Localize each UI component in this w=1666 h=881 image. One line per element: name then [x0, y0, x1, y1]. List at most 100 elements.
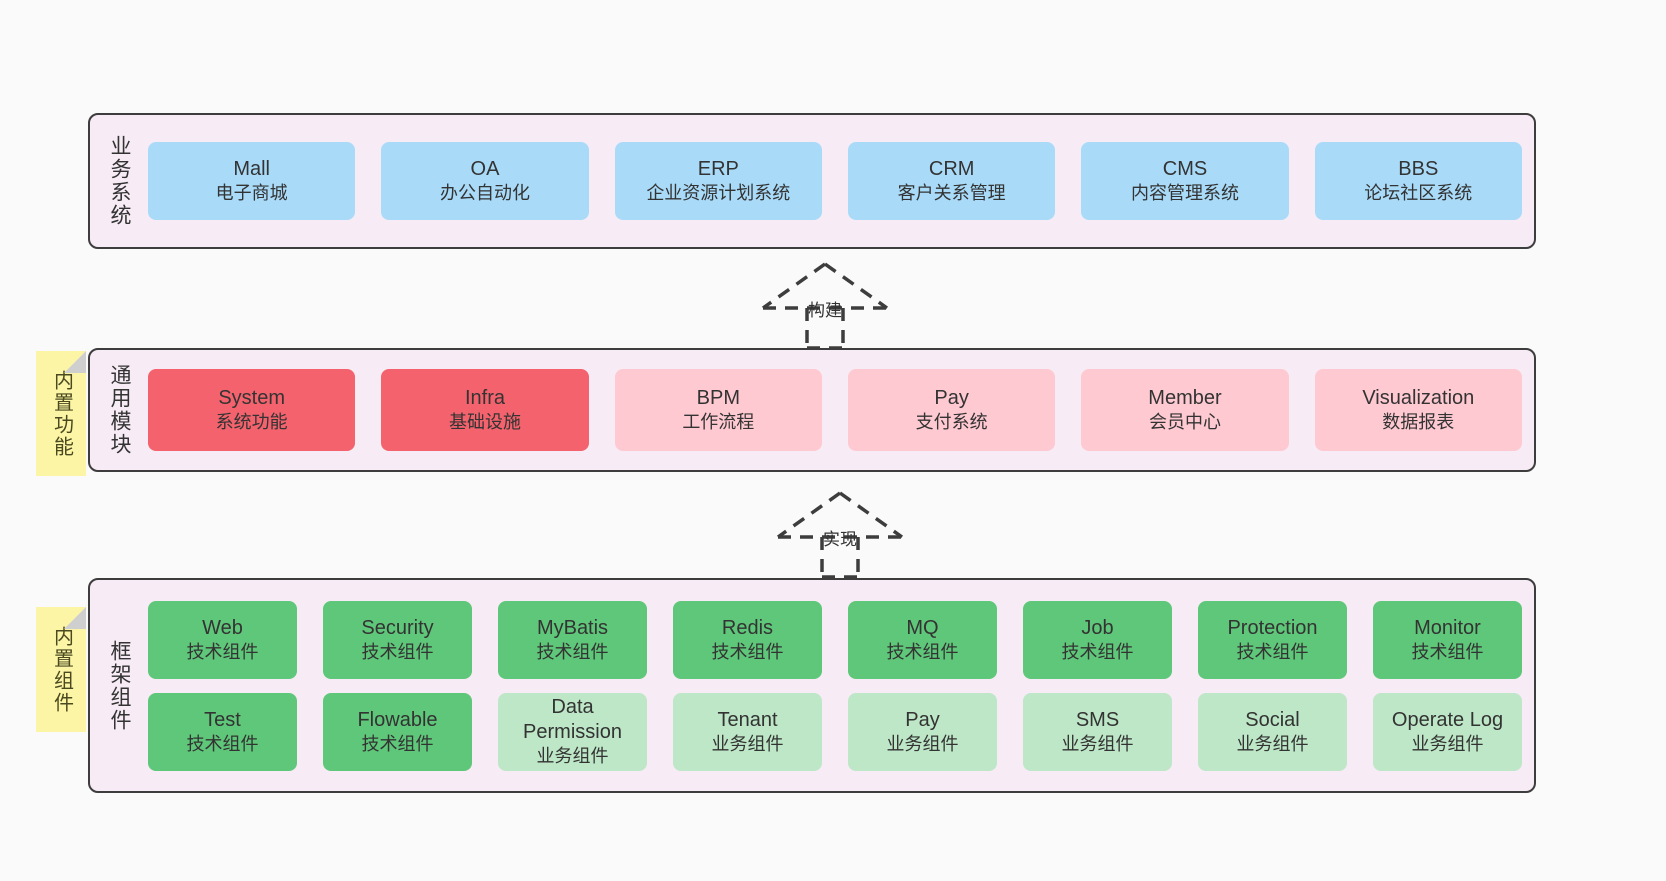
- card-job[interactable]: Job 技术组件: [1023, 600, 1172, 679]
- card-subtitle: 技术组件: [361, 733, 434, 754]
- card-title: Tenant: [717, 708, 778, 731]
- card-subtitle: 技术组件: [886, 641, 959, 662]
- card-pay-component[interactable]: Pay 业务组件: [848, 692, 997, 771]
- layer-label-framework-components: 框架组件: [108, 639, 132, 732]
- card-visualization[interactable]: Visualization 数据报表: [1314, 369, 1522, 451]
- card-subtitle: 会员中心: [1148, 412, 1221, 433]
- connector-build: 构建: [735, 258, 915, 350]
- card-title: Job: [1081, 616, 1114, 639]
- card-security[interactable]: Security 技术组件: [323, 600, 472, 679]
- card-operate-log[interactable]: Operate Log 业务组件: [1373, 692, 1522, 771]
- card-subtitle: 技术组件: [186, 733, 259, 754]
- card-title: BPM: [696, 387, 740, 410]
- card-title: MQ: [906, 616, 939, 639]
- card-row: Mall 电子商城 OA 办公自动化 ERP 企业资源计划系统 CRM 客户关系…: [148, 142, 1522, 220]
- card-subtitle: 办公自动化: [439, 183, 530, 204]
- card-subtitle: 业务组件: [711, 733, 784, 754]
- card-title: CRM: [928, 158, 975, 181]
- card-title: System: [218, 387, 285, 410]
- card-row: System 系统功能 Infra 基础设施 BPM 工作流程 Pay 支付系统…: [148, 369, 1522, 451]
- card-title: Monitor: [1414, 616, 1481, 639]
- card-title: MyBatis: [536, 616, 609, 639]
- card-subtitle: 内容管理系统: [1130, 183, 1239, 204]
- card-subtitle: 支付系统: [915, 412, 988, 433]
- card-test[interactable]: Test 技术组件: [148, 692, 297, 771]
- card-subtitle: 业务组件: [1411, 733, 1484, 754]
- card-erp[interactable]: ERP 企业资源计划系统: [614, 142, 822, 220]
- card-mall[interactable]: Mall 电子商城: [148, 142, 356, 220]
- layer-label-common-modules: 通用模块: [108, 364, 132, 456]
- card-cms[interactable]: CMS 内容管理系统: [1081, 142, 1289, 220]
- card-crm[interactable]: CRM 客户关系管理: [847, 142, 1056, 220]
- dashed-generalization-arrow-icon: [776, 491, 904, 579]
- card-infra[interactable]: Infra 基础设施: [381, 369, 589, 451]
- tag-builtin-features: 内置功能: [36, 351, 86, 476]
- connector-label: 构建: [808, 301, 842, 320]
- card-subtitle: 基础设施: [448, 412, 521, 433]
- card-title: Protection: [1227, 616, 1318, 639]
- card-pay-module[interactable]: Pay 支付系统: [847, 369, 1056, 451]
- card-title: ERP: [697, 158, 739, 181]
- card-title: Redis: [721, 616, 774, 639]
- tag-builtin-components: 内置组件: [36, 607, 86, 732]
- card-bpm[interactable]: BPM 工作流程: [614, 369, 822, 451]
- card-title: Visualization: [1362, 387, 1475, 410]
- card-title: Member: [1148, 387, 1222, 410]
- card-member[interactable]: Member 会员中心: [1081, 369, 1289, 451]
- card-subtitle: 技术组件: [1411, 641, 1484, 662]
- card-title: CMS: [1162, 158, 1208, 181]
- card-title: OA: [470, 158, 500, 181]
- card-mq[interactable]: MQ 技术组件: [848, 600, 997, 679]
- card-flowable[interactable]: Flowable 技术组件: [323, 692, 472, 771]
- tag-label: 内置组件: [50, 625, 73, 714]
- layer-body-common-modules: System 系统功能 Infra 基础设施 BPM 工作流程 Pay 支付系统…: [136, 360, 1522, 460]
- card-subtitle: 工作流程: [682, 412, 755, 433]
- card-subtitle: 技术组件: [536, 641, 609, 662]
- card-web[interactable]: Web 技术组件: [148, 600, 297, 679]
- connector-label: 实现: [823, 530, 857, 549]
- card-row-tech: Web 技术组件 Security 技术组件 MyBatis 技术组件 Redi…: [148, 600, 1522, 679]
- card-redis[interactable]: Redis 技术组件: [673, 600, 822, 679]
- card-monitor[interactable]: Monitor 技术组件: [1373, 600, 1522, 679]
- card-title: Pay: [934, 387, 969, 410]
- card-system[interactable]: System 系统功能: [148, 369, 356, 451]
- card-title: BBS: [1398, 158, 1439, 181]
- card-title: Flowable: [357, 708, 438, 731]
- card-title: Test: [204, 708, 241, 731]
- card-subtitle: 业务组件: [886, 733, 959, 754]
- card-data-permission[interactable]: Data Permission 业务组件: [498, 692, 647, 771]
- connector-implement: 实现: [750, 487, 930, 579]
- card-subtitle: 客户关系管理: [897, 183, 1006, 204]
- card-title: Pay: [905, 708, 940, 731]
- card-row-business: Test 技术组件 Flowable 技术组件 Data Permission …: [148, 692, 1522, 771]
- card-protection[interactable]: Protection 技术组件: [1198, 600, 1347, 679]
- card-subtitle: 技术组件: [1236, 641, 1309, 662]
- layer-body-framework-components: Web 技术组件 Security 技术组件 MyBatis 技术组件 Redi…: [136, 590, 1522, 781]
- card-title: Data Permission: [523, 696, 622, 744]
- card-title: Web: [202, 616, 243, 639]
- card-title: Social: [1245, 708, 1300, 731]
- card-bbs[interactable]: BBS 论坛社区系统: [1314, 142, 1522, 220]
- card-subtitle: 业务组件: [1061, 733, 1134, 754]
- card-sms[interactable]: SMS 业务组件: [1023, 692, 1172, 771]
- layer-framework-components: 框架组件 Web 技术组件 Security 技术组件 MyBatis 技术组件…: [88, 578, 1536, 793]
- card-title: Infra: [464, 387, 505, 410]
- card-title: Security: [361, 616, 434, 639]
- card-oa[interactable]: OA 办公自动化: [381, 142, 589, 220]
- card-tenant[interactable]: Tenant 业务组件: [673, 692, 822, 771]
- layer-business-systems: 业务系统 Mall 电子商城 OA 办公自动化 ERP 企业资源计划系统 CRM…: [88, 113, 1536, 249]
- card-subtitle: 技术组件: [186, 641, 259, 662]
- card-subtitle: 电子商城: [215, 183, 288, 204]
- card-subtitle: 技术组件: [711, 641, 784, 662]
- card-subtitle: 业务组件: [536, 746, 609, 767]
- layer-body-business-systems: Mall 电子商城 OA 办公自动化 ERP 企业资源计划系统 CRM 客户关系…: [136, 125, 1522, 237]
- card-subtitle: 企业资源计划系统: [646, 183, 791, 204]
- card-social[interactable]: Social 业务组件: [1198, 692, 1347, 771]
- layer-label-business-systems: 业务系统: [108, 135, 132, 227]
- card-title: Mall: [233, 158, 270, 181]
- layer-common-modules: 通用模块 System 系统功能 Infra 基础设施 BPM 工作流程 Pay…: [88, 348, 1536, 472]
- card-mybatis[interactable]: MyBatis 技术组件: [498, 600, 647, 679]
- card-subtitle: 数据报表: [1382, 412, 1455, 433]
- card-subtitle: 业务组件: [1236, 733, 1309, 754]
